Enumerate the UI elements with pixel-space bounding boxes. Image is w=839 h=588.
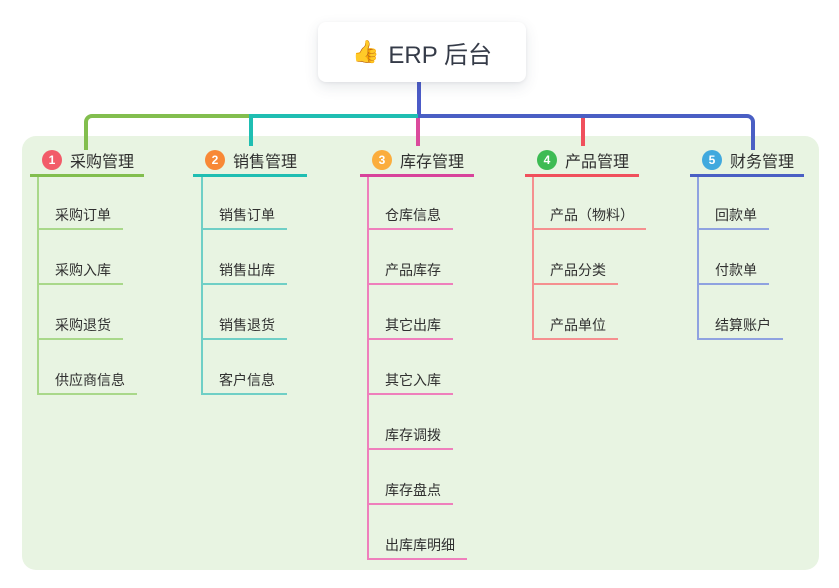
leaf-node-付款单[interactable]: 付款单 xyxy=(697,257,769,285)
leaf-node-客户信息[interactable]: 客户信息 xyxy=(201,367,287,395)
leaf-node-产品（物料）[interactable]: 产品（物料） xyxy=(532,202,646,230)
branch-spine-line xyxy=(37,177,39,395)
leaf-node-采购退货[interactable]: 采购退货 xyxy=(37,312,123,340)
branch-spine-line xyxy=(201,177,203,395)
root-node-label: ERP 后台 xyxy=(388,41,492,69)
drop-branch3-line xyxy=(416,118,420,146)
drop-branch4-line xyxy=(581,118,585,146)
branch-title-label: 产品管理 xyxy=(565,154,630,171)
branches-panel xyxy=(22,136,819,570)
branch-spine-line xyxy=(532,177,534,340)
branch-title-label: 财务管理 xyxy=(730,154,795,171)
bus-teal-line xyxy=(251,114,418,118)
leaf-node-供应商信息[interactable]: 供应商信息 xyxy=(37,367,137,395)
branch-node-销售管理[interactable]: 2 销售管理 xyxy=(193,146,308,177)
leaf-node-采购入库[interactable]: 采购入库 xyxy=(37,257,123,285)
leaf-node-出库库明细[interactable]: 出库库明细 xyxy=(367,532,467,560)
branch-title-label: 采购管理 xyxy=(70,154,135,171)
leaf-node-产品分类[interactable]: 产品分类 xyxy=(532,257,618,285)
branch-number-badge: 4 xyxy=(537,150,557,170)
branch-node-库存管理[interactable]: 3 库存管理 xyxy=(360,146,475,177)
leaf-node-产品库存[interactable]: 产品库存 xyxy=(367,257,453,285)
drop-branch2-line xyxy=(249,114,253,146)
thumbs-up-icon: 👍 xyxy=(352,39,380,64)
leaf-node-销售出库[interactable]: 销售出库 xyxy=(201,257,287,285)
leaf-node-结算账户[interactable]: 结算账户 xyxy=(697,312,783,340)
branch-title-label: 库存管理 xyxy=(400,154,465,171)
leaf-node-销售订单[interactable]: 销售订单 xyxy=(201,202,287,230)
branch-number-badge: 2 xyxy=(205,150,225,170)
leaf-node-库存调拨[interactable]: 库存调拨 xyxy=(367,422,453,450)
branch-spine-line xyxy=(367,177,369,560)
branch-node-财务管理[interactable]: 5 财务管理 xyxy=(690,146,805,177)
branch-node-采购管理[interactable]: 1 采购管理 xyxy=(30,146,145,177)
leaf-node-采购订单[interactable]: 采购订单 xyxy=(37,202,123,230)
leaf-node-回款单[interactable]: 回款单 xyxy=(697,202,769,230)
branch-number-badge: 5 xyxy=(702,150,722,170)
leaf-node-销售退货[interactable]: 销售退货 xyxy=(201,312,287,340)
branch-number-badge: 1 xyxy=(42,150,62,170)
bus-green-corner-line xyxy=(84,114,255,150)
branch-number-badge: 3 xyxy=(372,150,392,170)
branch-spine-line xyxy=(697,177,699,340)
leaf-node-产品单位[interactable]: 产品单位 xyxy=(532,312,618,340)
root-stem-line xyxy=(417,82,421,114)
branch-node-产品管理[interactable]: 4 产品管理 xyxy=(525,146,640,177)
leaf-node-其它入库[interactable]: 其它入库 xyxy=(367,367,453,395)
root-node[interactable]: 👍 ERP 后台 xyxy=(318,22,526,82)
leaf-node-库存盘点[interactable]: 库存盘点 xyxy=(367,477,453,505)
leaf-node-仓库信息[interactable]: 仓库信息 xyxy=(367,202,453,230)
branch-title-label: 销售管理 xyxy=(233,154,298,171)
leaf-node-其它出库[interactable]: 其它出库 xyxy=(367,312,453,340)
bus-indigo-corner-line xyxy=(418,114,755,150)
